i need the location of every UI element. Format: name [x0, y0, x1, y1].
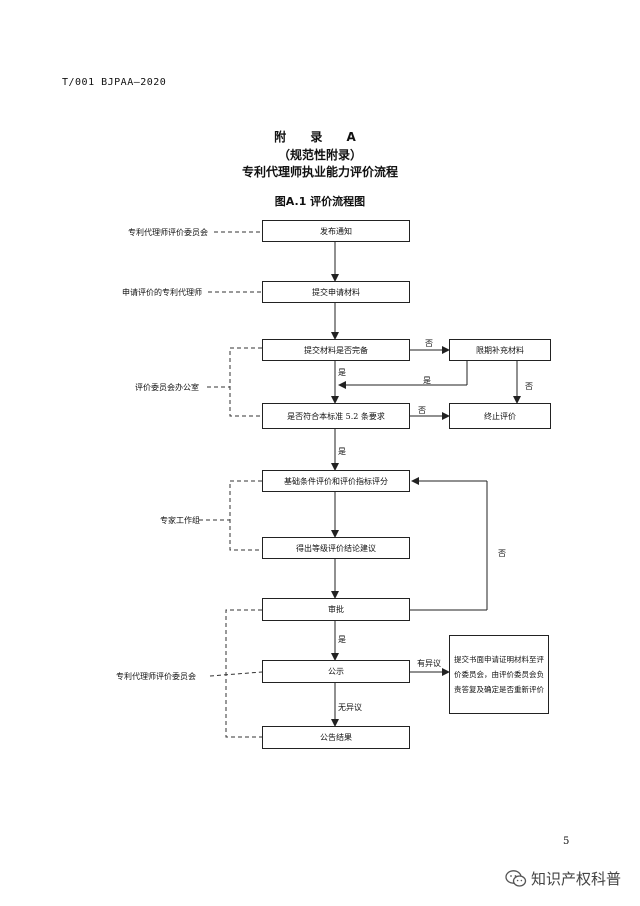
appendix-heading: 专利代理师执业能力评价流程 [241, 165, 398, 179]
actor-experts: 专家工作组 [160, 516, 200, 525]
wechat-icon [505, 869, 527, 887]
step-announce-label: 公告结果 [320, 733, 352, 742]
edge-label-yes-1: 是 [338, 368, 346, 377]
edge-label-no-1: 否 [425, 339, 433, 348]
objection-note: 提交书面申请证明材料至评价委员会，由评价委员会负责答复及确定是否重新评价 [449, 635, 549, 714]
actor-committee-bottom: 专利代理师评价委员会 [116, 672, 196, 681]
edge-label-no-2: 否 [525, 382, 533, 391]
step-approval: 审批 [262, 598, 410, 621]
figure-caption: 图A.1 评价流程图 [274, 195, 366, 208]
edge-label-no-4: 否 [498, 549, 506, 558]
step-approval-label: 审批 [328, 605, 344, 614]
step-scoring: 基础条件评价和评价指标评分 [262, 470, 410, 492]
page-number: 5 [563, 836, 570, 847]
actor-committee-top: 专利代理师评价委员会 [128, 228, 208, 237]
watermark: 知识产权科普 [505, 868, 621, 889]
step-submit-label: 提交申请材料 [312, 287, 360, 297]
step-publicity-label: 公示 [328, 667, 344, 676]
actor-applicant: 申请评价的专利代理师 [122, 288, 202, 297]
step-standard-check-label: 是否符合本标准 5.2 条要求 [287, 411, 385, 421]
objection-note-label: 提交书面申请证明材料至评价委员会，由评价委员会负责答复及确定是否重新评价 [454, 655, 544, 694]
edge-label-no-objection: 无异议 [338, 703, 362, 712]
step-notice-label: 发布通知 [320, 226, 352, 236]
standard-number: T/001 BJPAA—2020 [62, 77, 167, 88]
step-scoring-label: 基础条件评价和评价指标评分 [284, 476, 388, 486]
step-terminate: 终止评价 [449, 403, 551, 429]
edge-label-yes-4: 是 [338, 635, 346, 644]
appendix-subtitle: （规范性附录） [277, 148, 362, 162]
actor-office: 评价委员会办公室 [135, 383, 199, 392]
edge-label-yes-2: 是 [423, 376, 431, 385]
step-announce: 公告结果 [262, 726, 410, 749]
step-complete-check-label: 提交材料是否完备 [304, 345, 368, 355]
step-conclusion-label: 得出等级评价结论建议 [296, 543, 376, 553]
watermark-text: 知识产权科普 [531, 870, 622, 888]
step-conclusion: 得出等级评价结论建议 [262, 537, 410, 559]
step-publicity: 公示 [262, 660, 410, 683]
step-complete-check: 提交材料是否完备 [262, 339, 410, 361]
step-notice: 发布通知 [262, 220, 410, 242]
edge-label-no-3: 否 [418, 406, 426, 415]
step-supplement-label: 限期补充材料 [476, 345, 524, 355]
step-terminate-label: 终止评价 [484, 411, 516, 421]
step-supplement: 限期补充材料 [449, 339, 551, 361]
step-standard-check: 是否符合本标准 5.2 条要求 [262, 403, 410, 429]
step-submit: 提交申请材料 [262, 281, 410, 303]
edge-label-objection: 有异议 [417, 659, 441, 668]
appendix-title: 附 录 A [274, 130, 366, 144]
edge-label-yes-3: 是 [338, 447, 346, 456]
